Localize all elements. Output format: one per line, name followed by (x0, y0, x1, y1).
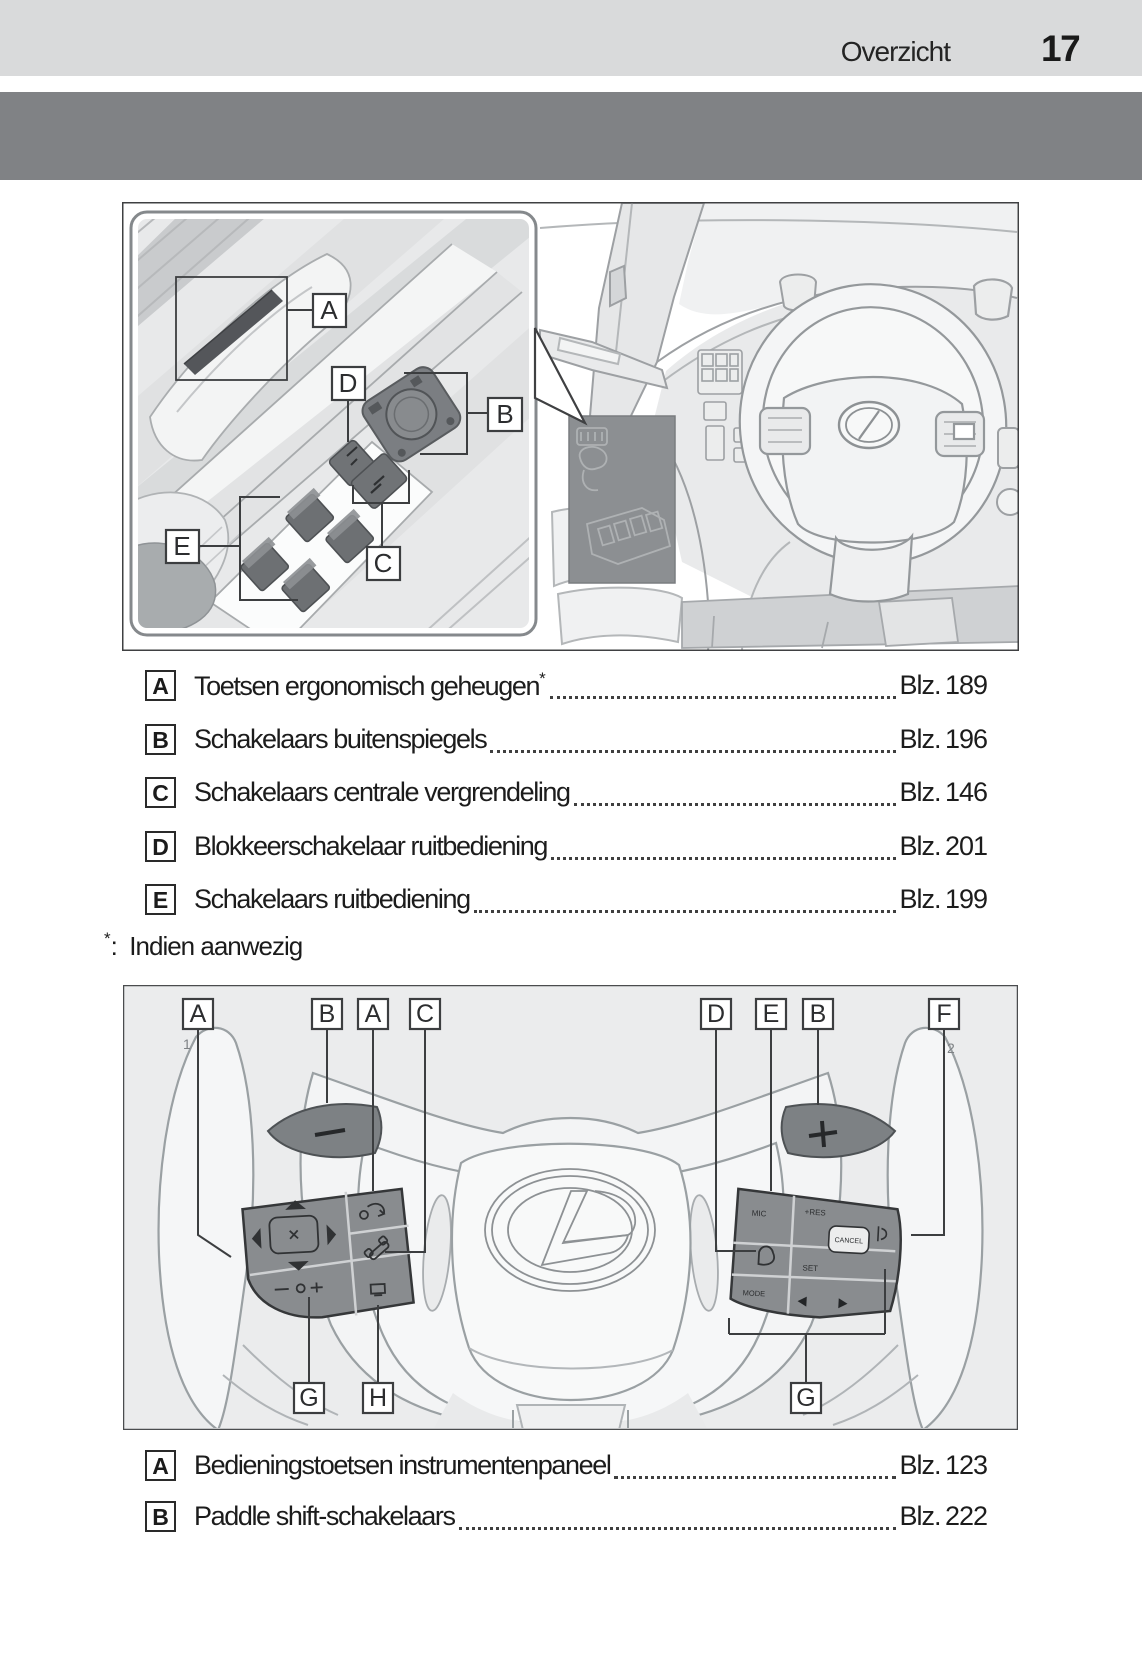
svg-text:H: H (369, 1384, 387, 1412)
svg-text:+RES: +RES (804, 1207, 826, 1217)
svg-text:E: E (173, 531, 190, 561)
svg-text:A: A (190, 1000, 207, 1028)
svg-text:G: G (796, 1384, 815, 1412)
svg-text:C: C (416, 1000, 434, 1028)
svg-text:CANCEL: CANCEL (834, 1237, 863, 1245)
svg-text:E: E (763, 1000, 780, 1028)
svg-text:D: D (339, 368, 358, 398)
svg-text:D: D (707, 1000, 725, 1028)
svg-text:B: B (319, 1000, 336, 1028)
svg-text:C: C (374, 548, 393, 578)
svg-text:A: A (365, 1000, 382, 1028)
svg-text:SET: SET (802, 1263, 818, 1273)
svg-text:MIC: MIC (752, 1209, 767, 1219)
svg-text:B: B (810, 1000, 827, 1028)
svg-text:1: 1 (183, 1036, 191, 1052)
svg-text:G: G (299, 1384, 318, 1412)
svg-text:MODE: MODE (742, 1288, 765, 1298)
svg-text:2: 2 (947, 1040, 955, 1056)
svg-text:F: F (936, 1000, 951, 1028)
svg-text:A: A (320, 295, 338, 325)
svg-text:B: B (496, 399, 513, 429)
